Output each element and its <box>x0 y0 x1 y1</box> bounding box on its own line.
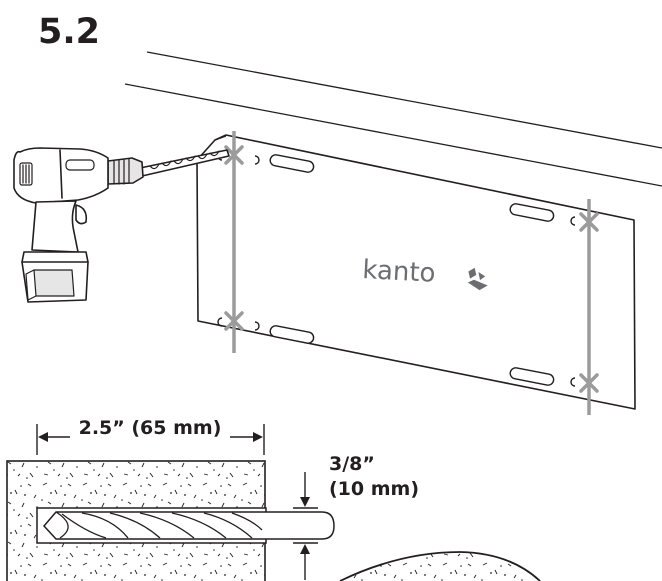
drill-marks <box>224 145 599 393</box>
drill-icon <box>13 147 230 303</box>
brand-mark-icon <box>467 267 488 291</box>
ceiling-lines <box>124 51 662 187</box>
drill-bit-icon <box>42 511 335 540</box>
step-number: 5.2 <box>38 12 100 52</box>
wall-bracket: kanto <box>196 134 636 410</box>
drill-mark <box>579 212 599 232</box>
diameter-dimension <box>293 472 318 580</box>
bracket-slots <box>269 154 555 386</box>
depth-label: 2.5” (65 mm) <box>79 417 222 439</box>
drill-mark <box>579 373 599 393</box>
drill-mark <box>224 145 244 165</box>
diameter-label-fraction: 3/8” <box>329 453 375 475</box>
detail-circle <box>339 551 541 581</box>
drill-mark <box>224 311 244 331</box>
diameter-label-metric: (10 mm) <box>329 478 419 500</box>
kanto-logo: kanto <box>362 255 488 291</box>
stud-lines <box>232 131 591 415</box>
brand-wordmark: kanto <box>362 255 437 289</box>
